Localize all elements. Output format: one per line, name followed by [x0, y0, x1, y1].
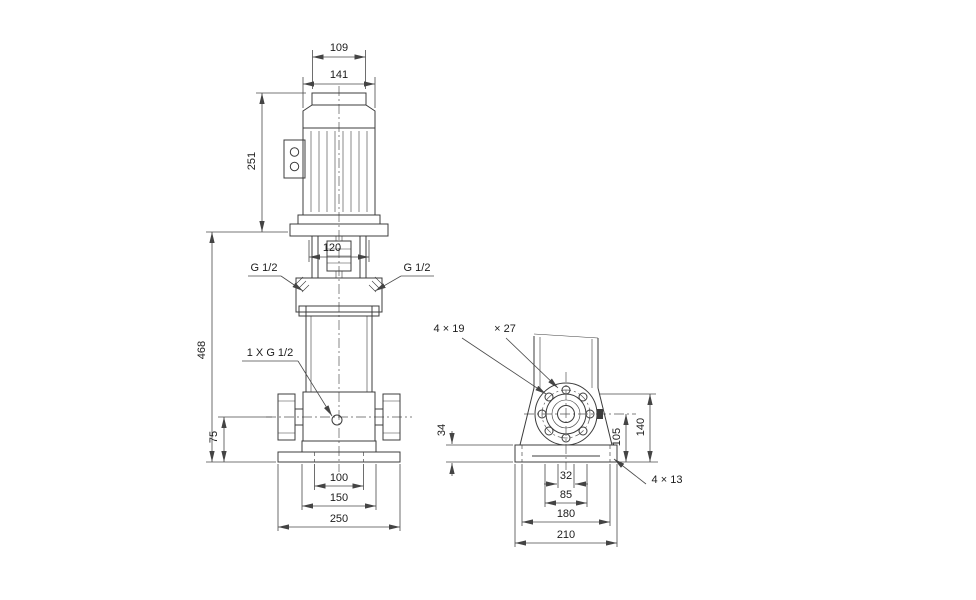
suction-flange	[277, 393, 296, 441]
dim-head-width: 120	[308, 240, 370, 262]
dim-port-height: 75	[208, 416, 272, 462]
label-base-holes: 4 × 13	[613, 458, 683, 486]
label-drain-port: 1 X G 1/2	[242, 347, 333, 417]
bolt-hole	[537, 409, 547, 419]
label-port-right: G 1/2	[374, 262, 434, 292]
bolt-hole	[578, 426, 588, 436]
side-view	[514, 333, 636, 470]
dim-75-label: 75	[208, 431, 220, 443]
bolt-hole	[544, 426, 554, 436]
side-base	[514, 444, 618, 463]
bolt-hole	[561, 385, 571, 395]
base-holes-label: 4 × 13	[652, 474, 683, 486]
dim-468-label: 468	[196, 341, 208, 359]
bolt-hole	[578, 392, 588, 402]
bolt-circle	[541, 389, 591, 439]
dim-100-label: 100	[330, 472, 348, 484]
drain-port-label: 1 X G 1/2	[247, 347, 293, 359]
dim-base-width: 250	[277, 464, 401, 531]
motor	[283, 92, 389, 237]
dim-base-hole-span: 100	[314, 464, 364, 490]
dim-210-label: 210	[557, 529, 575, 541]
discharge-flange	[382, 393, 401, 441]
dim-120-label: 120	[323, 242, 341, 254]
dim-base-height: 34	[436, 424, 513, 476]
terminal-box	[283, 139, 306, 179]
flange-hole-depth-label: × 27	[494, 323, 516, 335]
motor-flange-lower	[289, 223, 389, 237]
cable-entry-top	[289, 147, 300, 157]
flange-tab	[597, 409, 603, 419]
bolt-hole	[585, 409, 595, 419]
dim-251-label: 251	[246, 152, 258, 170]
dim-pump-height: 468	[196, 231, 288, 463]
dim-base-inner-width: 150	[301, 464, 377, 510]
dim-140-label: 140	[635, 418, 647, 436]
dim-150-label: 150	[330, 492, 348, 504]
dim-85-label: 85	[560, 489, 572, 501]
dim-motor-height: 251	[246, 92, 306, 232]
flange-holes-label: 4 × 19	[434, 323, 465, 335]
dim-32-label: 32	[560, 470, 572, 482]
side-view-dimensions: 4 × 19 × 27 34 105 140	[434, 323, 683, 547]
front-view-dimensions: 109 141 251 120 G 1/2	[196, 42, 434, 531]
g12-left-label: G 1/2	[251, 262, 278, 274]
g12-boss-left	[295, 276, 310, 293]
g12-boss-right	[368, 276, 383, 293]
pump-casing	[277, 391, 401, 442]
g12-right-label: G 1/2	[404, 262, 431, 274]
dim-105-label: 105	[611, 428, 623, 446]
dim-flange-top-height: 140	[600, 393, 656, 462]
dim-base-plate-width: 210	[514, 464, 618, 547]
dim-bolt-circle: 85	[544, 464, 588, 507]
label-port-left: G 1/2	[248, 262, 304, 292]
dim-motor-top-width: 109	[312, 42, 366, 89]
side-sleeve	[533, 333, 599, 388]
side-bracket	[519, 387, 613, 446]
bolt-hole	[544, 392, 554, 402]
dim-109-label: 109	[330, 42, 348, 54]
front-view	[266, 86, 412, 472]
dim-base-bolt-span: 180	[521, 464, 611, 526]
dim-port-center-height: 105	[611, 414, 658, 463]
bolt-hole	[561, 433, 571, 443]
dim-180-label: 180	[557, 508, 575, 520]
dim-motor-width: 141	[302, 69, 376, 108]
drain-plug	[331, 414, 343, 426]
dim-port-bore: 32	[544, 464, 588, 488]
dim-141-label: 141	[330, 69, 348, 81]
front-base	[277, 440, 401, 463]
cable-entry-bottom	[289, 161, 300, 172]
dim-34-label: 34	[436, 424, 448, 436]
label-flange-holes: 4 × 19 × 27	[434, 323, 559, 395]
dim-250-label: 250	[330, 513, 348, 525]
